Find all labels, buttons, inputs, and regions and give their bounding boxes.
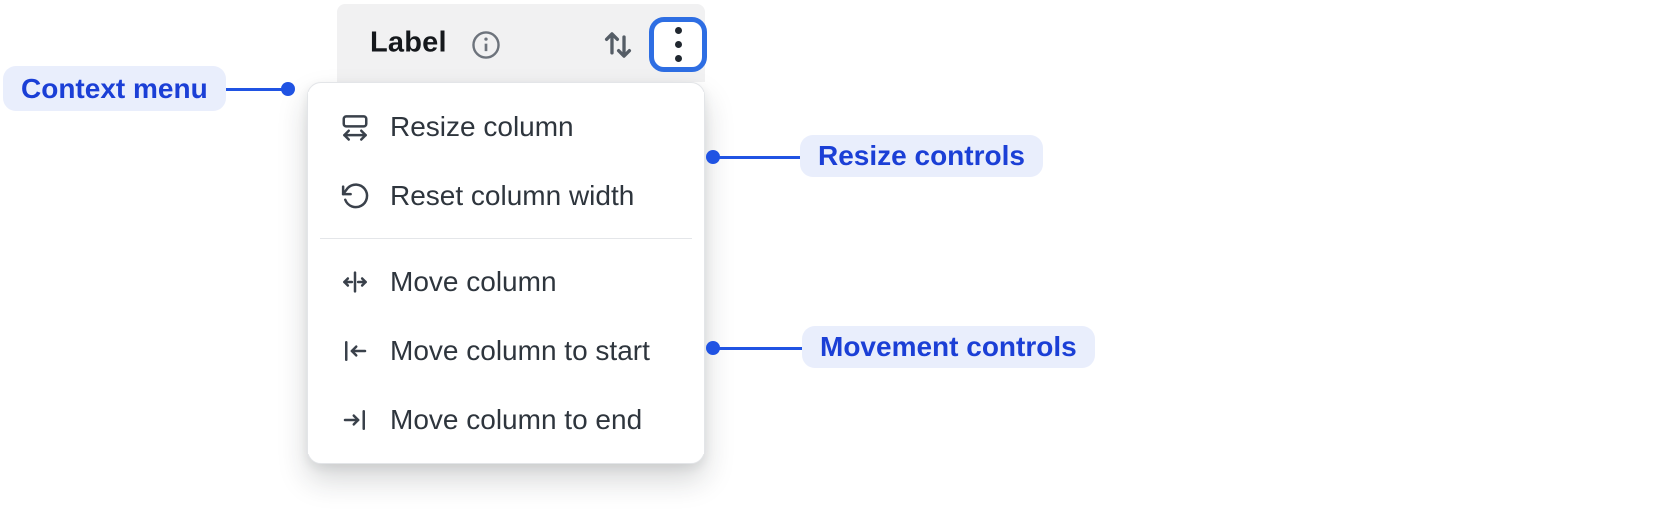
menu-item-move-column-to-end[interactable]: Move column to end: [308, 385, 704, 454]
menu-item-move-column-to-start[interactable]: Move column to start: [308, 316, 704, 385]
menu-item-label: Move column to start: [390, 334, 650, 366]
resize-column-icon: [342, 114, 368, 141]
move-column-to-start-icon: [345, 340, 367, 361]
annotation-resize-controls: Resize controls: [800, 135, 1043, 177]
menu-item-label: Move column: [390, 265, 557, 297]
menu-item-reset-column-width[interactable]: Reset column width: [308, 161, 704, 230]
reset-column-width-icon: [341, 182, 369, 208]
kebab-dot: [674, 41, 682, 48]
connector-dot: [281, 82, 295, 96]
kebab-dot: [674, 55, 682, 62]
info-icon[interactable]: [470, 29, 502, 61]
menu-item-label: Resize column: [390, 110, 574, 142]
kebab-dot: [674, 27, 682, 34]
connector-line: [197, 88, 282, 91]
connector-line: [713, 156, 800, 159]
move-column-icon: [343, 270, 367, 293]
connector-line: [713, 347, 802, 350]
column-header: Label: [337, 4, 707, 82]
menu-item-label: Reset column width: [390, 179, 635, 211]
annotation-context-menu: Context menu: [3, 66, 226, 111]
kebab-menu-icon[interactable]: [649, 17, 707, 72]
column-header-label: Label: [370, 26, 447, 59]
annotation-movement-controls: Movement controls: [802, 326, 1095, 368]
menu-item-label: Move column to end: [390, 403, 643, 435]
sort-vertical-icon[interactable]: [599, 26, 637, 64]
menu-item-move-column[interactable]: Move column: [308, 247, 704, 316]
context-menu: Resize column Reset column width Move co…: [307, 82, 705, 464]
menu-item-resize-column[interactable]: Resize column: [308, 92, 704, 161]
move-column-to-end-icon: [343, 409, 365, 430]
menu-divider: [320, 238, 692, 239]
